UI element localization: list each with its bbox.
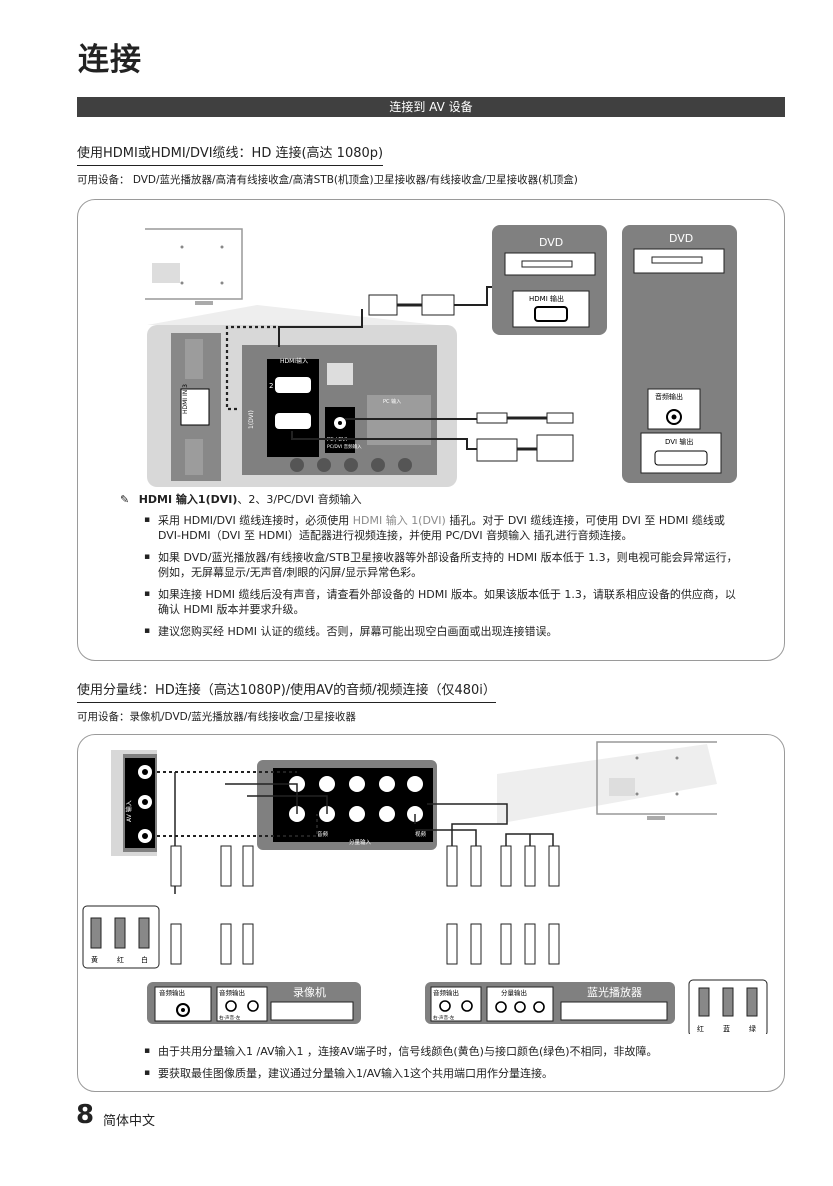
av-in-side-label: AV 输入 <box>125 800 133 822</box>
audio-jack-label: 音频 <box>317 830 329 838</box>
color-yellow-label: 黄 <box>91 955 98 964</box>
dvd-label-1: DVD <box>539 236 563 249</box>
component-available-devices: 可用设备：录像机/DVD/蓝光播放器/有线接收盒/卫星接收器 <box>77 711 356 723</box>
color-green-label: 绿 <box>749 1024 756 1033</box>
tv-audio-label: PC/DVI 音频输入 <box>327 443 362 450</box>
hdmi-available-devices: 可用设备： DVD/蓝光播放器/高清有线接收盒/高清STB(机顶盒)卫星接收器/… <box>77 174 578 186</box>
component-bullet-2: 要获取最佳图像质量，建议通过分量输入1/AV输入1这个共用端口用作分量连接。 <box>144 1066 764 1081</box>
component-connection-diagram: AV 输入 音频 分量输入 视频 黄 红 白 <box>82 741 768 1034</box>
component-bullet-list: 由于共用分量输入1 /AV输入1 ，连接AV端子时，信号线颜色(黄色)与接口颜色… <box>144 1044 764 1088</box>
note-pencil-icon: ✎ <box>120 493 130 506</box>
component-in-label: 分量输入 <box>349 838 372 846</box>
hdmi-out-label: HDMI 输出 <box>529 294 564 303</box>
footer-language: 简体中文 <box>103 1114 156 1129</box>
note-title-rest: 、2、3/PC/DVI 音频输入 <box>237 493 362 506</box>
component-bullet-1: 由于共用分量输入1 /AV输入1 ，连接AV端子时，信号线颜色(黄色)与接口颜色… <box>144 1044 764 1059</box>
hdmi-in-1-highlight: HDMI 输入 1(DVI) <box>352 514 446 527</box>
hdmi-bullet-4: 建议您购买经 HDMI 认证的缆线。否则，屏幕可能出现空白画面或出现连接错误。 <box>144 624 744 639</box>
svg-text:2: 2 <box>269 382 273 390</box>
vcr-lr-label: 右-声音-左 <box>219 1014 241 1021</box>
tv-pc-label: PC 输入 <box>383 398 401 405</box>
vcr-audio-out-2: 音频输出 <box>219 988 245 997</box>
page-number: 8 <box>76 1100 95 1130</box>
section-bar: 连接到 AV 设备 <box>77 97 785 117</box>
hdmi-connection-diagram: HDMI IN 3 2 1(DVI) HDMI输入 PC / DVI PC/DV… <box>145 225 737 487</box>
hdmi-bullet-2: 如果 DVD/蓝光播放器/有线接收盒/STB卫星接收器等外部设备所支持的 HDM… <box>144 550 744 580</box>
component-section-heading: 使用分量线：HD连接（高达1080P)/使用AV的音频/视频连接（仅480i） <box>77 682 496 703</box>
audio-out-label: 音频输出 <box>655 392 683 401</box>
hdmi-bullet-3: 如果连接 HDMI 缆线后没有声音，请查看外部设备的 HDMI 版本。如果该版本… <box>144 587 744 617</box>
hdmi-bullet-list: 采用 HDMI/DVI 缆线连接时，必须使用 HDMI 输入 1(DVI) 插孔… <box>144 513 744 646</box>
note-title-bold: HDMI 输入1(DVI) <box>138 493 238 506</box>
bluray-lr-label: 右-声音-左 <box>433 1014 455 1021</box>
tv-illustration-right-icon <box>596 741 717 820</box>
component-out-label: 分量输出 <box>501 988 527 997</box>
video-jack-label: 视频 <box>415 830 427 838</box>
bluray-label: 蓝光播放器 <box>587 985 642 999</box>
dvi-out-label: DVI 输出 <box>665 437 693 446</box>
bluray-audio-out: 音频输出 <box>433 988 459 997</box>
tv-port-1-label: 1(DVI) <box>248 410 255 429</box>
vcr-label: 录像机 <box>293 985 326 999</box>
hdmi-note-title: ✎ HDMI 输入1(DVI)、2、3/PC/DVI 音频输入 <box>120 492 362 507</box>
vcr-audio-out-1: 音频输出 <box>159 988 185 997</box>
dvd-label-2: DVD <box>669 232 693 245</box>
color-blue-label: 蓝 <box>723 1024 730 1033</box>
tv-hdmi-in-label: HDMI输入 <box>280 357 308 365</box>
hdmi-section-heading: 使用HDMI或HDMI/DVI缆线：HD 连接(高达 1080p) <box>77 145 384 166</box>
svg-text:HDMI IN 3: HDMI IN 3 <box>182 384 189 414</box>
color-red-label: 红 <box>117 955 124 964</box>
page-title: 连接 <box>78 42 142 78</box>
color-red2-label: 红 <box>697 1024 704 1033</box>
tv-illustration-icon <box>145 228 437 325</box>
hdmi-bullet-1: 采用 HDMI/DVI 缆线连接时，必须使用 HDMI 输入 1(DVI) 插孔… <box>144 513 744 543</box>
color-white-label: 白 <box>141 955 148 964</box>
